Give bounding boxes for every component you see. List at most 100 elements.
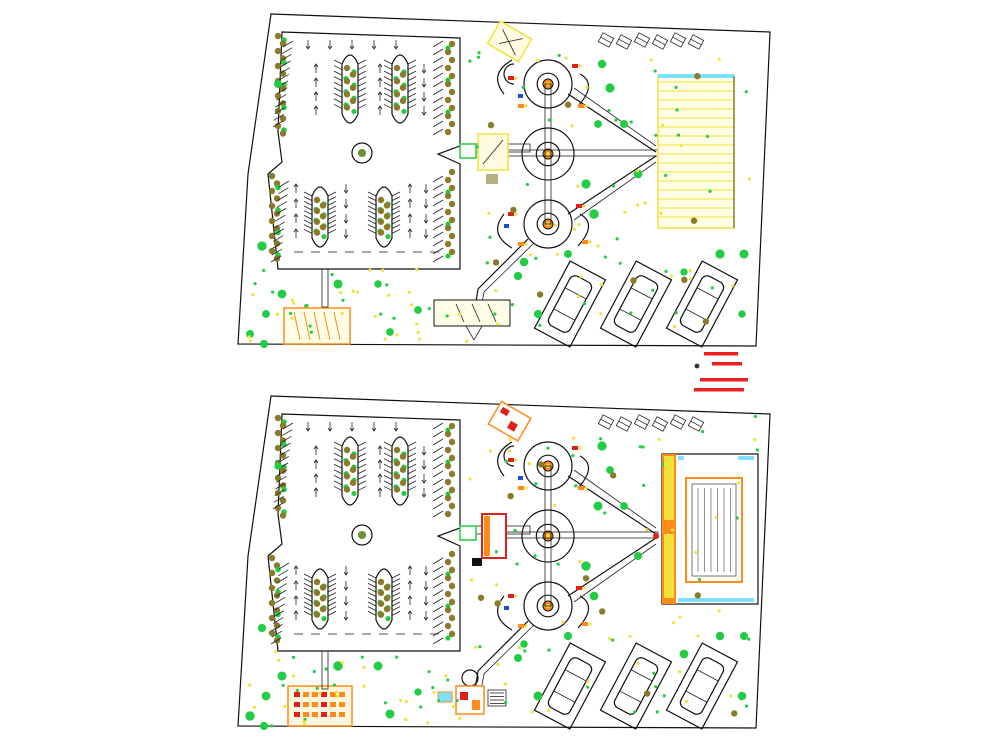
traffic-arrow-head (343, 571, 349, 576)
traffic-arrow-head (343, 189, 349, 194)
traffic-arrow-head (313, 487, 319, 492)
ground-cover-dot (308, 324, 312, 328)
angled-stall-line (432, 629, 444, 637)
plaza-center-dot (546, 152, 550, 156)
ground-cover-dot (427, 670, 431, 674)
shrub (444, 574, 452, 582)
parking-stall-line (367, 224, 377, 230)
traffic-arrow-head (327, 427, 333, 432)
parking-stall-line (391, 214, 401, 220)
tree (533, 691, 543, 701)
shrub (448, 470, 456, 478)
ground-cover-dot (270, 724, 274, 728)
ground-cover-dot (513, 528, 517, 533)
shrub (448, 40, 456, 48)
ground-cover-dot (582, 204, 586, 208)
bench-slat (600, 36, 612, 44)
traffic-arrow-head (343, 219, 349, 224)
parking-pad (599, 642, 673, 730)
parking-stall-line (367, 196, 377, 202)
legend-bar-4 (694, 388, 744, 392)
ground-cover-dot (635, 169, 639, 173)
ground-cover-dot (404, 718, 408, 722)
angled-stall-line (273, 113, 285, 121)
ground-cover-dot (508, 449, 512, 453)
ground-cover-dot (696, 634, 700, 638)
parking-stall-line (333, 104, 343, 109)
parking-stall-line (357, 452, 367, 458)
parking-stall-line (367, 210, 377, 216)
angled-stall-line (277, 576, 288, 583)
plaza-side-lobe (503, 63, 515, 85)
tree (445, 253, 451, 259)
angled-stall-line (271, 248, 282, 256)
traffic-arrow-head (377, 77, 383, 82)
traffic-arrow-head (371, 45, 377, 50)
angled-stall-line (432, 613, 444, 621)
ground-cover-dot (514, 212, 518, 216)
angled-stall-line (432, 502, 444, 510)
entry-kiosk-door (482, 139, 504, 165)
parking-stall-line (383, 59, 393, 65)
shrub (448, 502, 456, 510)
angled-stall-line (272, 235, 284, 242)
shrub (448, 486, 456, 494)
angled-stall-line (432, 581, 444, 589)
angled-stall-line (432, 112, 444, 120)
traffic-arrow-head (313, 473, 319, 478)
ground-cover-dot (538, 323, 542, 327)
shrub (444, 208, 452, 216)
angled-stall-line (275, 100, 286, 108)
shrub (349, 453, 357, 460)
parking-stall-line (327, 214, 337, 220)
parking-stall-line (383, 65, 393, 70)
parking-stall-line (333, 469, 343, 475)
traffic-arrow-head (343, 234, 349, 239)
traffic-arrow-head (421, 465, 427, 470)
ground-cover-dot (678, 615, 682, 619)
bench (597, 414, 615, 430)
parking-stall-line (407, 81, 417, 87)
ground-cover-dot (653, 69, 657, 73)
ground-cover-dot (476, 55, 481, 59)
traffic-arrow-head (343, 204, 349, 209)
shrub (399, 466, 407, 473)
angled-stall-line (270, 637, 282, 645)
ground-cover-dot (274, 650, 278, 654)
ground-cover-dot (427, 307, 431, 311)
angled-stall-line (275, 482, 286, 490)
parking-stall-line (327, 596, 337, 602)
ground-cover-dot (534, 256, 538, 260)
ground-cover-dot (415, 268, 419, 272)
traffic-arrow-head (293, 228, 299, 233)
service-building-room (330, 712, 336, 717)
tree (245, 711, 255, 721)
parking-pad-border (533, 260, 607, 348)
shrub (510, 206, 517, 214)
traffic-arrow-head (293, 595, 299, 600)
tree (277, 671, 287, 681)
shrub (313, 600, 321, 607)
shrub (349, 71, 357, 78)
bench-blue (518, 476, 523, 480)
parking-stall-line (391, 606, 401, 612)
car-outline (613, 657, 659, 715)
plaza-circle (523, 441, 573, 491)
ground-cover-dot (615, 237, 619, 241)
angled-stall-line (282, 422, 294, 430)
shrub (383, 202, 391, 209)
ground-cover-dot (527, 462, 532, 466)
traffic-arrow-head (305, 45, 311, 50)
traffic-arrow-head (293, 198, 299, 203)
tree (520, 640, 528, 648)
tree (606, 466, 614, 474)
ground-cover-dot (379, 312, 383, 316)
diagonal-path (567, 537, 657, 597)
parking-stall-line (391, 592, 401, 598)
ground-cover-dot (524, 242, 528, 246)
planter-bed (582, 240, 588, 244)
parking-stall-line (407, 59, 417, 65)
shrub (268, 599, 276, 607)
plan-0 (237, 13, 771, 349)
ground-cover-dot (252, 705, 257, 709)
